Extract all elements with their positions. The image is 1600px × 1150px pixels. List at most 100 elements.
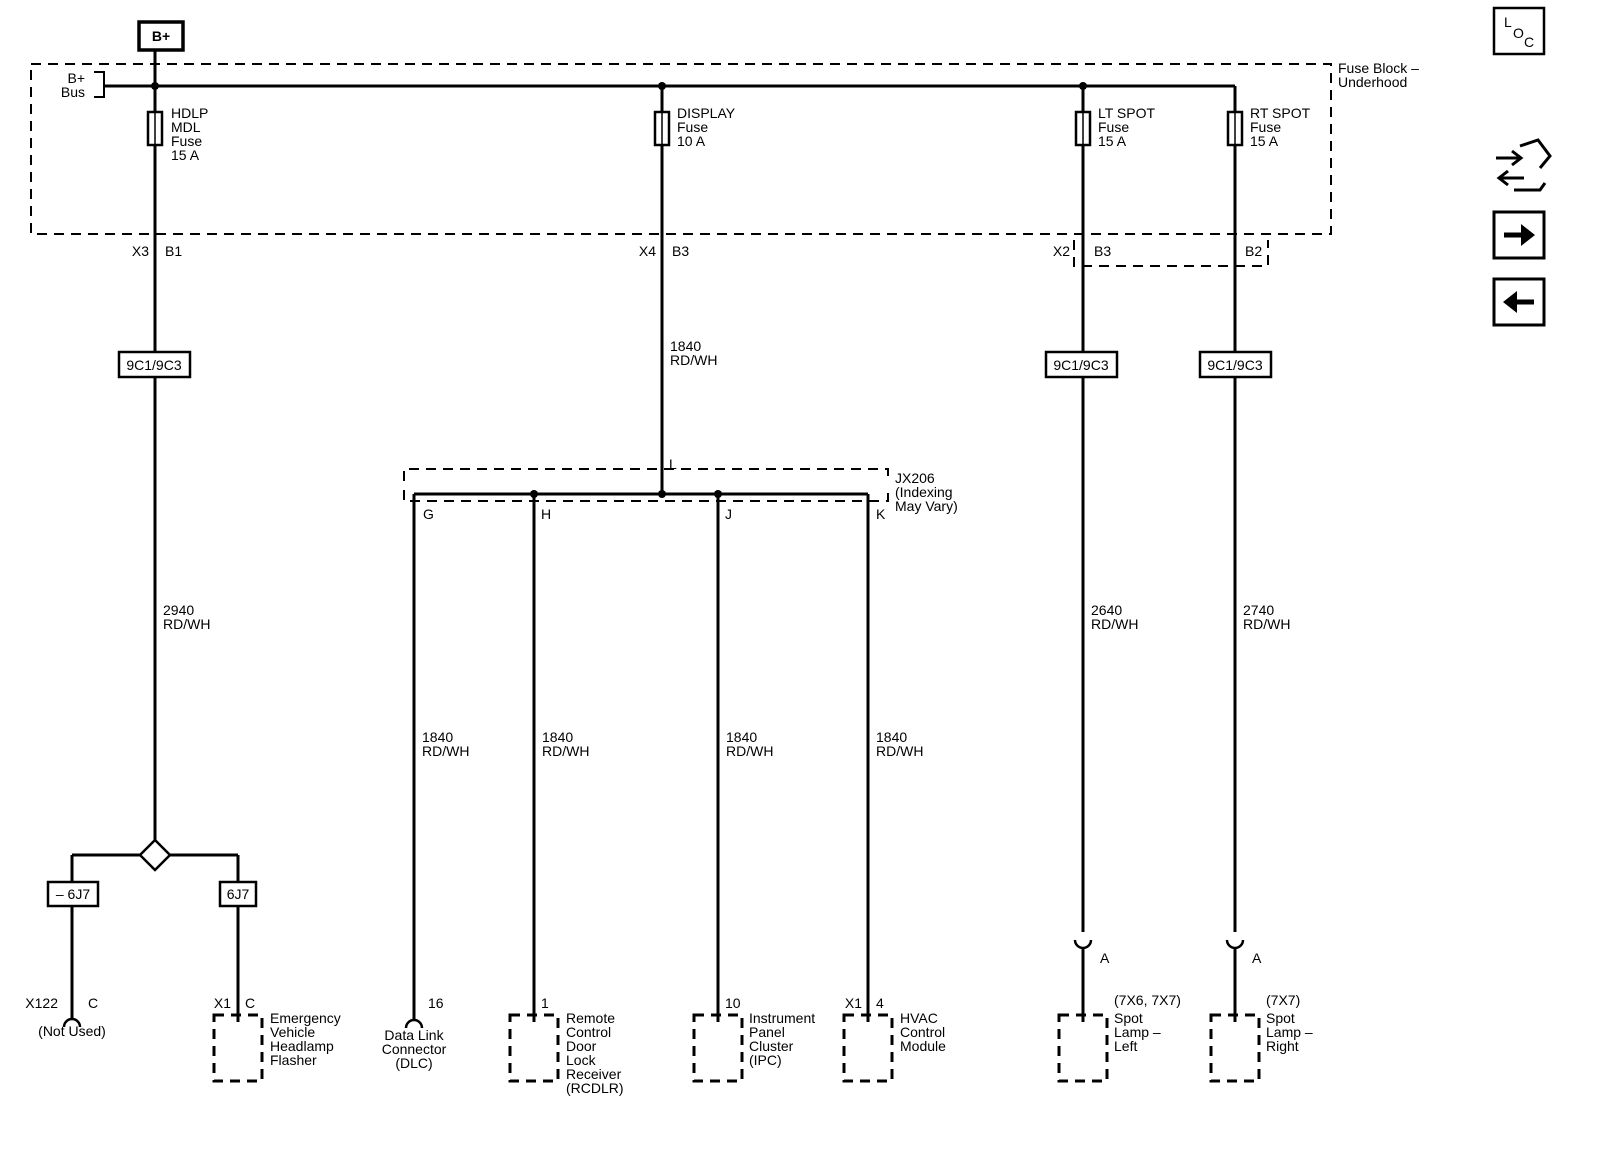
option-left-box — [46, 880, 100, 908]
pin-x3-label: X3 — [132, 243, 149, 259]
dlc-name-2: Connector — [382, 1041, 447, 1057]
rt-spot-wire-color: RD/WH — [1243, 616, 1290, 632]
x122-pin-label: C — [88, 995, 98, 1011]
next-page-button[interactable] — [1492, 210, 1546, 260]
rt-spot-fuse — [1226, 110, 1244, 147]
branch-k-circuit: 1840 — [876, 729, 907, 745]
hdlp-fuse-label-3: Fuse — [171, 133, 202, 149]
hvac-component-box — [842, 1013, 894, 1083]
flasher-name-3: Headlamp — [270, 1038, 334, 1054]
lt-spot-fuse-label-3: 15 A — [1098, 133, 1127, 149]
fuse-block-outline — [30, 63, 1332, 235]
display-wire-circuit: 1840 — [670, 338, 701, 354]
branch-j-color: RD/WH — [726, 743, 773, 759]
splice-pin-k: K — [876, 506, 886, 522]
lamp-left-pin-label: A — [1100, 950, 1110, 966]
rcdlr-name-6: (RCDLR) — [566, 1080, 624, 1096]
branch-g-circuit: 1840 — [422, 729, 453, 745]
ipc-name-2: Panel — [749, 1024, 785, 1040]
rt-spot-fuse-label-2: Fuse — [1250, 119, 1281, 135]
display-fuse-label-3: 10 A — [677, 133, 706, 149]
pin-x4-label: X4 — [639, 243, 656, 259]
dlc-name-1: Data Link — [384, 1027, 444, 1043]
hdlp-fuse-label-4: 15 A — [171, 147, 200, 163]
locator-c-letter: C — [1524, 34, 1534, 50]
hvac-name-3: Module — [900, 1038, 946, 1054]
lt-spot-connector-label: 9C1/9C3 — [1053, 357, 1108, 373]
hvac-pin-label: 4 — [876, 995, 884, 1011]
rt-spot-fuse-label-1: RT SPOT — [1250, 105, 1311, 121]
ipc-name-1: Instrument — [749, 1010, 815, 1026]
lamp-right-option: (7X7) — [1266, 992, 1300, 1008]
dlc-name-3: (DLC) — [395, 1055, 432, 1071]
x2-connector-outline — [1073, 240, 1269, 267]
pin-b3-spot-label: B3 — [1094, 243, 1111, 259]
right-arrow-icon — [1521, 224, 1535, 246]
branch-j-circuit: 1840 — [726, 729, 757, 745]
flasher-pin-label: C — [245, 995, 255, 1011]
pin-b1-label: B1 — [165, 243, 182, 259]
pin-b3-display-label: B3 — [672, 243, 689, 259]
lamp-left-component-box — [1057, 1013, 1109, 1083]
display-fuse-label-2: Fuse — [677, 119, 708, 135]
lt-spot-connector-box — [1044, 350, 1119, 379]
x122-terminal-icon — [62, 1017, 82, 1028]
rcdlr-name-2: Control — [566, 1024, 611, 1040]
lt-spot-wire-color: RD/WH — [1091, 616, 1138, 632]
lamp-right-name-2: Lamp – — [1266, 1024, 1313, 1040]
ipc-name-3: Cluster — [749, 1038, 794, 1054]
splice-outline-bottom — [403, 490, 889, 502]
flasher-name-1: Emergency — [270, 1010, 341, 1026]
locator-view-button[interactable]: L O C — [1492, 6, 1546, 56]
rcdlr-name-5: Receiver — [566, 1066, 622, 1082]
rcdlr-name-4: Lock — [566, 1052, 597, 1068]
lamp-left-name-1: Spot — [1114, 1010, 1143, 1026]
rcdlr-component-box — [508, 1013, 560, 1083]
option-left-label: – 6J7 — [56, 886, 90, 902]
splice-name-2: (Indexing — [895, 484, 953, 500]
b-plus-source-label: B+ — [152, 28, 170, 44]
splice-pin-j: J — [725, 506, 732, 522]
x122-name: (Not Used) — [38, 1023, 106, 1039]
lamp-left-terminal-icon — [1073, 939, 1093, 950]
splice-pin-h: H — [541, 506, 551, 522]
flasher-name-2: Vehicle — [270, 1024, 315, 1040]
branch-k-color: RD/WH — [876, 743, 923, 759]
hvac-connector-label: X1 — [845, 995, 862, 1011]
hvac-name-1: HVAC — [900, 1010, 938, 1026]
branch-h-circuit: 1840 — [542, 729, 573, 745]
hdlp-connector-box — [117, 350, 192, 379]
splice-name-3: May Vary) — [895, 498, 958, 514]
hdlp-connector-label: 9C1/9C3 — [126, 357, 181, 373]
lamp-right-pin-label: A — [1252, 950, 1262, 966]
pin-x2-label: X2 — [1053, 243, 1070, 259]
hdlp-wire-color: RD/WH — [163, 616, 210, 632]
fuse-block-name-1: Fuse Block – — [1338, 60, 1419, 76]
x122-connector-label: X122 — [25, 995, 58, 1011]
splice-name-1: JX206 — [895, 470, 935, 486]
b-plus-bus-label-1: B+ — [67, 70, 85, 86]
option-right-box — [218, 880, 258, 908]
rcdlr-name-1: Remote — [566, 1010, 615, 1026]
display-fuse — [653, 110, 671, 147]
splice-pin-l: L — [669, 456, 677, 472]
left-arrow-icon — [1503, 291, 1517, 313]
option-diamond — [138, 838, 172, 872]
hdlp-fuse-label-2: MDL — [171, 119, 201, 135]
splice-outline-top — [403, 468, 889, 481]
lamp-left-name-2: Lamp – — [1114, 1024, 1161, 1040]
previous-page-button[interactable] — [1492, 277, 1546, 327]
rt-spot-connector-box — [1198, 350, 1273, 379]
hdlp-wire-circuit: 2940 — [163, 602, 194, 618]
ipc-pin-label: 10 — [725, 995, 741, 1011]
flasher-connector-label: X1 — [214, 995, 231, 1011]
lt-spot-wire-circuit: 2640 — [1091, 602, 1122, 618]
splice-node-l — [658, 490, 666, 498]
rcdlr-pin-label: 1 — [541, 995, 549, 1011]
lamp-left-name-3: Left — [1114, 1038, 1137, 1054]
lamp-right-name-3: Right — [1266, 1038, 1299, 1054]
connector-view-icon[interactable] — [1496, 138, 1552, 192]
locator-l-letter: L — [1504, 14, 1512, 30]
option-right-label: 6J7 — [227, 886, 250, 902]
